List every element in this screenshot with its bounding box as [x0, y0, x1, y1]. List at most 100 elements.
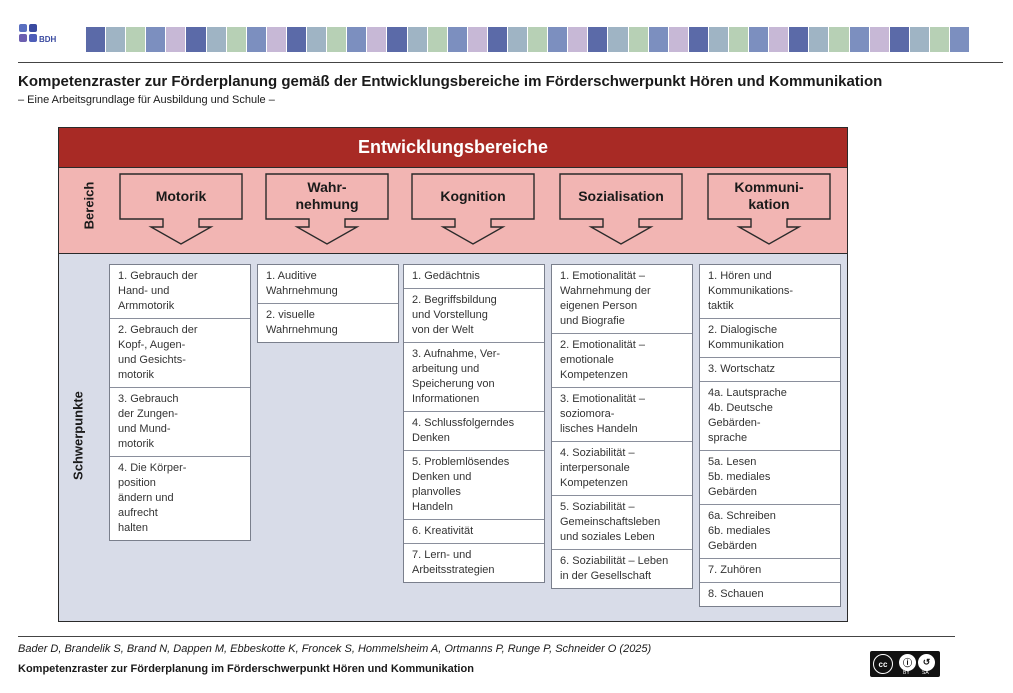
- banner-tile: [447, 27, 468, 52]
- banner-tile: [86, 27, 107, 52]
- bereich-arrow: Kommuni- kation: [707, 173, 831, 245]
- banner-tile: [507, 27, 529, 52]
- schwerpunkt-item: 3. Emotionalität – soziomora- lisches Ha…: [552, 388, 692, 442]
- svg-text:BDH: BDH: [39, 35, 57, 44]
- schwerpunkt-item: 6. Soziabilität – Leben in der Gesellsch…: [560, 555, 669, 582]
- row-label-bereich: Bereich: [81, 181, 97, 230]
- schwerpunkt-item: 4. Soziabilität – interpersonale Kompete…: [552, 442, 692, 496]
- schwerpunkt-item: 3. Aufnahme, Ver- arbeitung und Speicher…: [404, 343, 544, 412]
- schwerpunkt-item: 3. Gebrauch der Zungen- und Mund- motori…: [110, 388, 250, 457]
- bereich-arrow: Kognition: [411, 173, 535, 245]
- banner-tile: [146, 27, 167, 52]
- banner-tile: [929, 27, 951, 52]
- schwerpunkt-item: 8. Schauen: [708, 588, 764, 600]
- banner-tile: [266, 27, 287, 52]
- banner-tile: [809, 27, 830, 52]
- banner-tile: [407, 27, 428, 52]
- schwerpunkt-item: 2. Gebrauch der Kopf-, Augen- und Gesich…: [110, 319, 250, 388]
- bereich-arrow: Motorik: [119, 173, 243, 245]
- bereich-arrow: Sozialisation: [559, 173, 683, 245]
- schwerpunkt-item: 4a. Lautsprache 4b. Deutsche Gebärden- s…: [700, 382, 840, 451]
- schwerpunkt-item: 1. Gedächtnis: [404, 265, 544, 289]
- page-title: Kompetenzraster zur Förderplanung gemäß …: [18, 73, 883, 90]
- banner-tile: [608, 27, 629, 52]
- schwerpunkt-column: 1. Auditive Wahrnehmung 2. visuelle Wahrn…: [257, 264, 399, 343]
- schwerpunkt-item: 3. Wortschatz: [700, 358, 840, 382]
- banner-tile: [548, 27, 569, 52]
- banner-tile: [568, 27, 589, 52]
- schwerpunkt-item: 4. Schlussfolgerndes Denken: [404, 412, 544, 451]
- bereich-label: Wahr- nehmung: [295, 179, 359, 212]
- competence-grid: Entwicklungsbereiche Bereich Motorik Wahr…: [58, 127, 848, 622]
- schwerpunkt-item: 1. Hören und Kommunikations- taktik: [700, 265, 840, 319]
- bereich-label: Kognition: [440, 187, 506, 204]
- bereich-label: Sozialisation: [578, 187, 664, 204]
- bereich-label: Motorik: [155, 187, 207, 204]
- bereich-row: Bereich Motorik Wahr- nehmung Kognition Soz…: [59, 168, 847, 254]
- banner-tile: [307, 27, 328, 52]
- banner-tile: [729, 27, 750, 52]
- schwerpunkt-item: 2. Begriffsbildung und Vorstellung von d…: [404, 289, 544, 343]
- schwerpunkt-item: 7. Zuhören: [700, 559, 840, 583]
- schwerpunkt-item: 7. Lern- und Arbeitsstrategien: [412, 549, 495, 576]
- authors-citation: Bader D, Brandelik S, Brand N, Dappen M,…: [18, 643, 652, 655]
- cc-by-sa-badge-icon[interactable]: cc ⓘ ↺ BY SA: [870, 651, 940, 677]
- schwerpunkt-item: 5. Problemlösendes Denken und planvolles…: [404, 451, 544, 520]
- banner-tile: [126, 27, 147, 52]
- banner-tile: [286, 27, 308, 52]
- banner-tile: [387, 27, 408, 52]
- schwerpunkt-item: 2. visuelle Wahrnehmung: [266, 309, 338, 336]
- schwerpunkt-item: 1. Gebrauch der Hand- und Armmotorik: [110, 265, 250, 319]
- banner-tile: [789, 27, 810, 52]
- schwerpunkt-item: 1. Emotionalität – Wahrnehmung der eigen…: [552, 265, 692, 334]
- schwerpunkt-column: 1. Emotionalität – Wahrnehmung der eigen…: [551, 264, 693, 589]
- page-subtitle: – Eine Arbeitsgrundlage für Ausbildung u…: [18, 94, 275, 106]
- banner-tile: [347, 27, 368, 52]
- banner-tile: [749, 27, 770, 52]
- banner-tile: [106, 27, 127, 52]
- banner-tile: [327, 27, 348, 52]
- schwerpunkt-item: 1. Auditive Wahrnehmung: [258, 265, 398, 304]
- top-divider: [18, 62, 1003, 63]
- schwerpunkt-item: 5a. Lesen 5b. mediales Gebärden: [700, 451, 840, 505]
- banner-pattern: [86, 27, 971, 52]
- banner-tile: [829, 27, 850, 52]
- banner-tile: [186, 27, 207, 52]
- schwerpunkt-item: 2. Emotionalität – emotionale Kompetenze…: [552, 334, 692, 388]
- banner-tile: [909, 27, 930, 52]
- banner-tile: [528, 27, 549, 52]
- banner-tile: [950, 27, 971, 52]
- banner-tile: [246, 27, 267, 52]
- bereich-label: Kommuni- kation: [734, 179, 804, 212]
- schwerpunkt-item: 6a. Schreiben 6b. mediales Gebärden: [700, 505, 840, 559]
- banner-tile: [708, 27, 729, 52]
- banner-tile: [668, 27, 689, 52]
- banner-tile: [487, 27, 508, 52]
- footer-title: Kompetenzraster zur Förderplanung im För…: [18, 663, 474, 675]
- row-label-schwerpunkte: Schwerpunkte: [70, 391, 86, 480]
- schwerpunkt-item: 6. Kreativität: [404, 520, 544, 544]
- bdh-logo-icon: BDH: [18, 22, 62, 48]
- banner-tile: [628, 27, 649, 52]
- banner-tile: [367, 27, 388, 52]
- schwerpunkt-item: 5. Soziabilität – Gemeinschaftsleben und…: [552, 496, 692, 550]
- banner-tile: [769, 27, 790, 52]
- banner-tile: [889, 27, 910, 52]
- banner-tile: [648, 27, 669, 52]
- banner-tile: [166, 27, 187, 52]
- banner-tile: [206, 27, 227, 52]
- banner-tile: [467, 27, 488, 52]
- bereich-arrow: Wahr- nehmung: [265, 173, 389, 245]
- banner-tile: [849, 27, 870, 52]
- schwerpunkt-item: 2. Dialogische Kommunikation: [700, 319, 840, 358]
- banner-tile: [588, 27, 609, 52]
- banner-tile: [427, 27, 448, 52]
- banner-tile: [688, 27, 709, 52]
- banner-tile: [226, 27, 247, 52]
- grid-heading: Entwicklungsbereiche: [59, 128, 847, 168]
- schwerpunkt-item: 4. Die Körper- position ändern und aufre…: [118, 462, 187, 534]
- bottom-divider: [18, 636, 955, 637]
